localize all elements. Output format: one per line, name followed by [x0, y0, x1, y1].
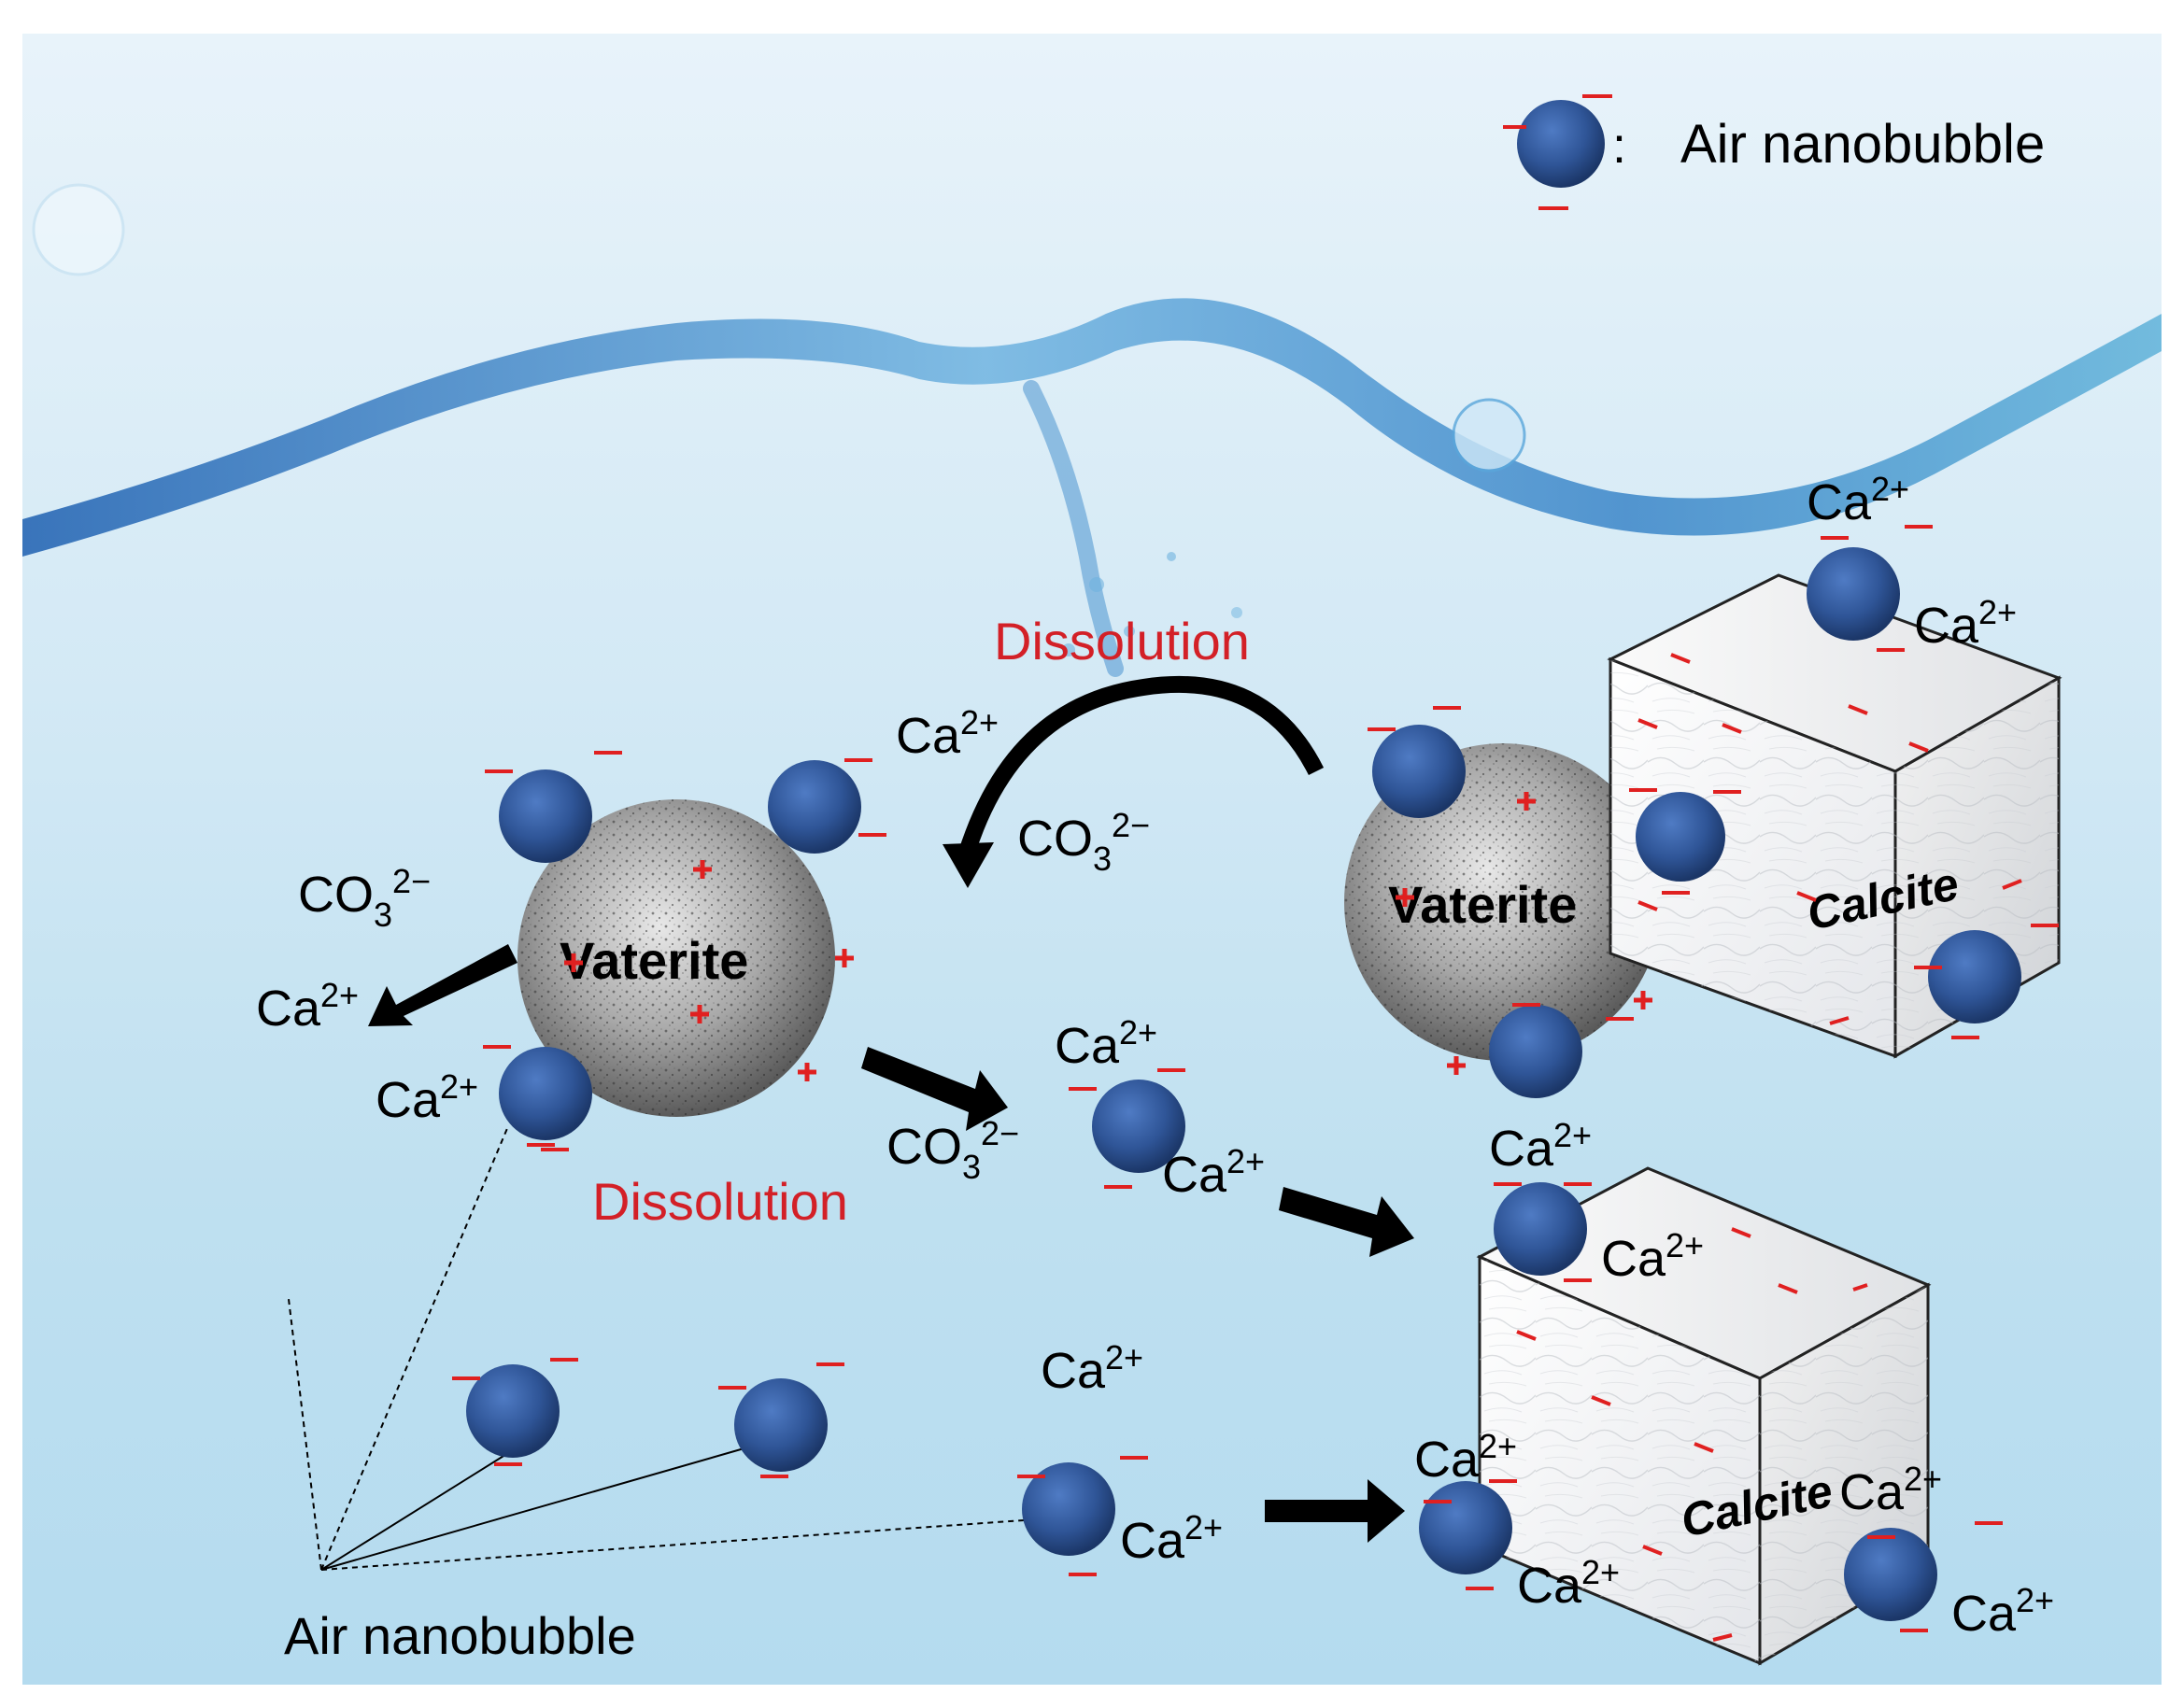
ion-ca-left: Ca2+ — [256, 976, 359, 1037]
ion-ca-topright-2: Ca2+ — [1914, 593, 2017, 654]
svg-text:Ca2+: Ca2+ — [1807, 470, 1909, 530]
nanobubble — [1928, 930, 2021, 1023]
ion-ca-cube-top-1: Ca2+ — [1489, 1116, 1592, 1177]
nanobubble — [1636, 792, 1725, 882]
dissolution-label-top: Dissolution — [994, 612, 1250, 670]
ion-co3-mid: CO32− — [886, 1114, 1019, 1186]
dissolution-curved-arrow — [943, 676, 1325, 888]
negative-charges — [452, 525, 2059, 1642]
svg-text:Ca2+: Ca2+ — [1914, 593, 2017, 654]
nanobubble — [1844, 1528, 1937, 1621]
ion-ca-topright-1: Ca2+ — [1807, 470, 1909, 530]
arrow-to-bottom-cube — [1279, 1187, 1414, 1257]
legend-charge-marks — [1503, 94, 1612, 210]
svg-text:Ca2+: Ca2+ — [256, 976, 359, 1037]
svg-text:Ca2+: Ca2+ — [1601, 1226, 1704, 1287]
svg-text:Ca2+: Ca2+ — [1489, 1116, 1592, 1177]
nanobubble — [1489, 1005, 1582, 1098]
ion-ca-mid-top: Ca2+ — [1055, 1013, 1157, 1074]
ion-ca-cube-right-1: Ca2+ — [1839, 1460, 1942, 1520]
ion-ca-left-bubble: Ca2+ — [376, 1067, 478, 1128]
diagram-canvas: : Air nanobubble Dissolution Ca2+ CO32− … — [22, 94, 2162, 1666]
diagram-scene: : Air nanobubble Dissolution Ca2+ CO32− … — [22, 34, 2162, 1685]
arrow-left-release — [368, 944, 517, 1026]
nanobubble — [1807, 547, 1900, 641]
ion-ca-bottom-mid-1: Ca2+ — [1041, 1338, 1143, 1399]
svg-text:Ca2+: Ca2+ — [1951, 1581, 2054, 1642]
nanobubble — [499, 1047, 592, 1140]
svg-text:Ca2+: Ca2+ — [1414, 1427, 1517, 1488]
arrow-to-mid-bubble — [861, 1047, 1008, 1131]
nanobubble — [768, 760, 861, 854]
svg-text:Ca2+: Ca2+ — [1055, 1013, 1157, 1074]
vaterite-right-label: Vaterite — [1388, 875, 1577, 934]
nanobubble — [1372, 725, 1466, 818]
legend-label: Air nanobubble — [1680, 114, 2045, 175]
svg-text:CO32−: CO32− — [886, 1114, 1019, 1186]
positive-charges — [564, 792, 1652, 1081]
ion-ca-cube-right-2: Ca2+ — [1951, 1581, 2054, 1642]
nanobubble — [1022, 1462, 1115, 1556]
nanobubble — [1419, 1481, 1512, 1574]
air-nanobubble-bottom-label: Air nanobubble — [284, 1606, 636, 1665]
legend-bubble-icon — [1517, 100, 1605, 188]
nanobubble — [499, 769, 592, 863]
svg-text:CO32−: CO32− — [298, 862, 431, 934]
svg-text:Ca2+: Ca2+ — [1041, 1338, 1143, 1399]
vaterite-left: Vaterite — [517, 799, 835, 1117]
water-wave-decoration — [22, 183, 2162, 677]
ion-ca-bottom-mid-2: Ca2+ — [1120, 1508, 1223, 1569]
ion-ca-cube-top-2: Ca2+ — [1601, 1226, 1704, 1287]
ion-co3-left: CO32− — [298, 862, 431, 934]
svg-text:CO32−: CO32− — [1017, 806, 1150, 878]
nanobubble — [1092, 1080, 1185, 1173]
ion-ca-top-arrow: Ca2+ — [896, 703, 999, 764]
nanobubble — [466, 1364, 560, 1458]
arrow-lower-to-cube — [1265, 1479, 1405, 1543]
svg-text::: : — [1612, 118, 1626, 174]
pointer-lines — [288, 1125, 1051, 1571]
svg-text:Ca2+: Ca2+ — [376, 1067, 478, 1128]
ion-ca-cube-left-1: Ca2+ — [1414, 1427, 1517, 1488]
nanobubbles — [466, 547, 2021, 1621]
nanobubble — [734, 1378, 828, 1472]
nanobubble — [1494, 1182, 1587, 1276]
ion-co3-top-arrow: CO32− — [1017, 806, 1150, 878]
vaterite-right: Vaterite — [1344, 743, 1662, 1061]
legend: : Air nanobubble — [1503, 94, 2045, 210]
svg-text:Ca2+: Ca2+ — [1839, 1460, 1942, 1520]
ion-ca-cube-left-2: Ca2+ — [1517, 1553, 1620, 1614]
arrows — [368, 944, 1414, 1543]
svg-text:Ca2+: Ca2+ — [1517, 1553, 1620, 1614]
dissolution-label-mid: Dissolution — [592, 1172, 848, 1231]
svg-text:Ca2+: Ca2+ — [1120, 1508, 1223, 1569]
vaterite-left-label: Vaterite — [560, 931, 748, 990]
svg-text:Ca2+: Ca2+ — [896, 703, 999, 764]
